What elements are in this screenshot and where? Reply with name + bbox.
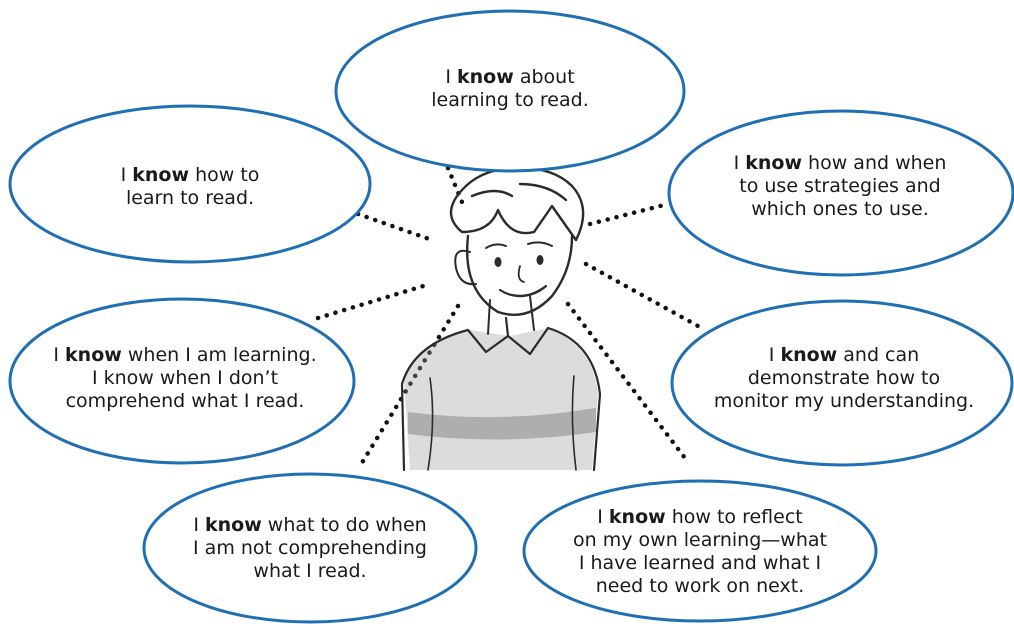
bubble-line: I know about <box>410 66 610 89</box>
connector-top-left <box>355 211 435 243</box>
connector-middle-left <box>315 281 433 321</box>
hair <box>449 166 585 242</box>
bubble-middle-left <box>8 297 356 465</box>
text-run: on my own learning—what <box>573 529 827 551</box>
text-run: I <box>445 66 457 88</box>
text-run: I have learned and what I <box>578 552 822 574</box>
bubble-line: learn to read. <box>90 187 290 210</box>
bold-word: know <box>132 164 190 186</box>
bubble-line: I know how and when <box>720 152 960 175</box>
bubble-text-middle-left: I know when I am learning.I know when I … <box>20 344 350 413</box>
bold-word: know <box>65 344 122 366</box>
text-run: I <box>193 514 205 536</box>
text-run: comprehend what I read. <box>65 390 305 412</box>
connector-top-center <box>445 165 465 205</box>
shirt-shading <box>404 328 598 470</box>
eye-right <box>536 255 544 265</box>
bubble-top-center <box>334 9 686 173</box>
bubble-line: I know when I am learning. <box>20 344 350 367</box>
bubble-line: which ones to use. <box>720 198 960 221</box>
bold-word: know <box>608 506 666 528</box>
text-run: need to work on next. <box>595 575 805 597</box>
shirt-arm-right <box>571 375 577 471</box>
text-run: about <box>513 66 575 88</box>
text-run: I <box>120 164 133 186</box>
connector-top-right <box>587 201 671 227</box>
bubble-line: I know how to reflect <box>540 506 860 529</box>
bold-word: know <box>204 514 262 536</box>
text-run: what to do when <box>261 514 427 536</box>
text-run: how and when <box>802 152 947 174</box>
mouth <box>498 284 548 298</box>
text-run: I am not comprehending <box>193 537 427 559</box>
bubble-line: demonstrate how to <box>684 367 1004 390</box>
eyebrow-right <box>527 241 553 247</box>
shirt-arm-left <box>427 377 434 471</box>
connector-bottom-right <box>565 301 691 465</box>
bubble-line: monitor my understanding. <box>684 390 1004 413</box>
bubble-line: comprehend what I read. <box>20 390 350 413</box>
text-run: when I am learning. <box>121 344 317 366</box>
connector-bottom-left <box>357 303 461 469</box>
text-run: and can <box>837 344 920 366</box>
bubble-top-left <box>8 104 372 264</box>
connector-lines <box>315 165 701 469</box>
bubble-line: to use strategies and <box>720 175 960 198</box>
shirt-collar <box>466 316 550 356</box>
text-run: I know when I don’t <box>91 367 279 389</box>
bubble-line: I have learned and what I <box>540 552 860 575</box>
text-run: monitor my understanding. <box>713 390 975 412</box>
nose <box>517 265 525 283</box>
boy-illustration <box>400 166 602 472</box>
bubble-line: I know what to do when <box>160 514 460 537</box>
bold-word: know <box>745 152 803 174</box>
bubble-line: on my own learning—what <box>540 529 860 552</box>
text-run: learn to read. <box>125 187 255 209</box>
bold-word: know <box>457 66 514 88</box>
shirt-outline <box>400 326 602 472</box>
eyebrow-left <box>485 243 507 249</box>
bubble-middle-right <box>670 299 1014 467</box>
shirt-stripe <box>408 408 596 440</box>
ear <box>454 249 477 286</box>
face-outline <box>466 234 574 316</box>
text-run: I <box>768 344 781 366</box>
bubble-line: learning to read. <box>410 89 610 112</box>
text-run: how to reflect <box>665 506 803 528</box>
bubble-bottom-right <box>522 479 878 623</box>
bubble-line: I am not comprehending <box>160 537 460 560</box>
bubble-line: I know when I don’t <box>20 367 350 390</box>
bubble-top-right <box>667 109 1014 277</box>
eye-left <box>494 257 502 267</box>
text-run: demonstrate how to <box>747 367 941 389</box>
text-run: to use strategies and <box>739 175 941 197</box>
text-run: which ones to use. <box>751 198 929 220</box>
bubble-line: what I read. <box>160 560 460 583</box>
text-run: I <box>597 506 609 528</box>
bubble-line: need to work on next. <box>540 575 860 598</box>
text-run: I <box>53 344 66 366</box>
bold-word: know <box>780 344 838 366</box>
connector-middle-right <box>583 261 701 329</box>
bubble-bottom-left <box>142 472 478 624</box>
text-run: what I read. <box>253 560 367 582</box>
text-run: learning to read. <box>431 89 589 111</box>
text-run: I <box>733 152 746 174</box>
text-run: how to <box>189 164 260 186</box>
bubble-line: I know how to <box>90 164 290 187</box>
bubble-line: I know and can <box>684 344 1004 367</box>
bubbles <box>8 9 1014 624</box>
